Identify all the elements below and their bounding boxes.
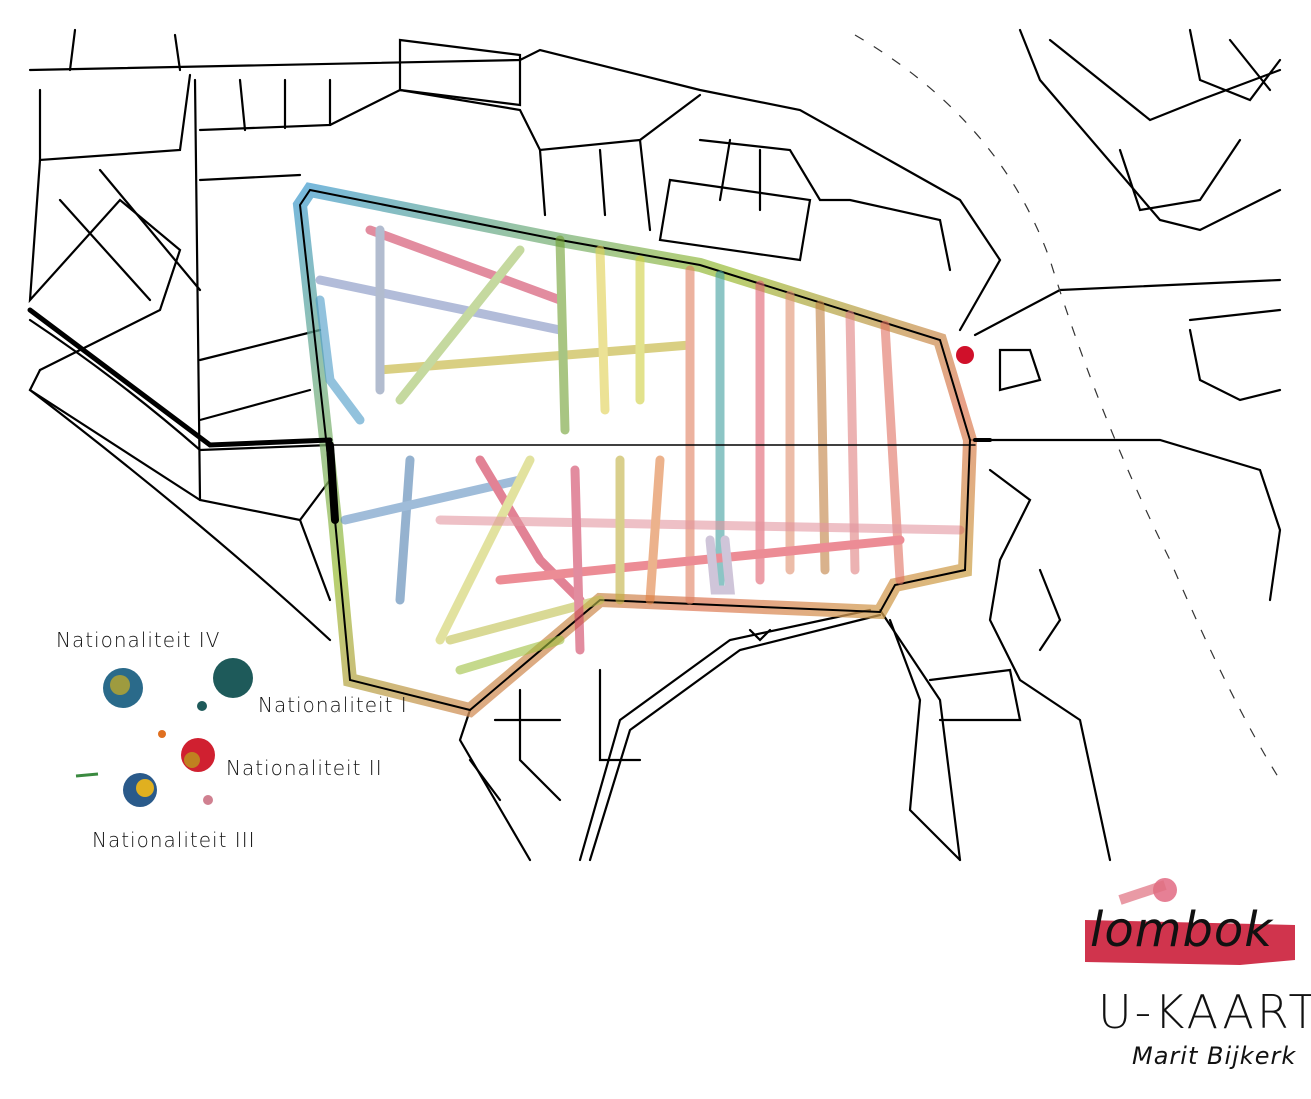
swatch-nationaliteit-i [197,658,253,711]
swatch-nationaliteit-iii [75,772,157,807]
river-dashed [854,34,1281,781]
legend-swatches [75,658,253,807]
logo-splash [1085,878,1295,965]
map-title: U-KAART [1098,985,1311,1039]
district-lombok [27,182,992,718]
swatch-nationaliteit-ii [158,730,215,805]
surrounding-roads [28,28,1282,862]
legend-label-i: Nationaliteit I [258,693,408,717]
logo-lombok: lombok [1090,902,1274,958]
legend-label-iii: Nationaliteit III [92,828,256,852]
swatch-nationaliteit-iv [103,668,143,708]
legend-label-ii: Nationaliteit II [226,756,383,780]
legend-label-iv: Nationaliteit IV [56,628,221,652]
author-name: Marit Bijkerk [1132,1042,1297,1070]
